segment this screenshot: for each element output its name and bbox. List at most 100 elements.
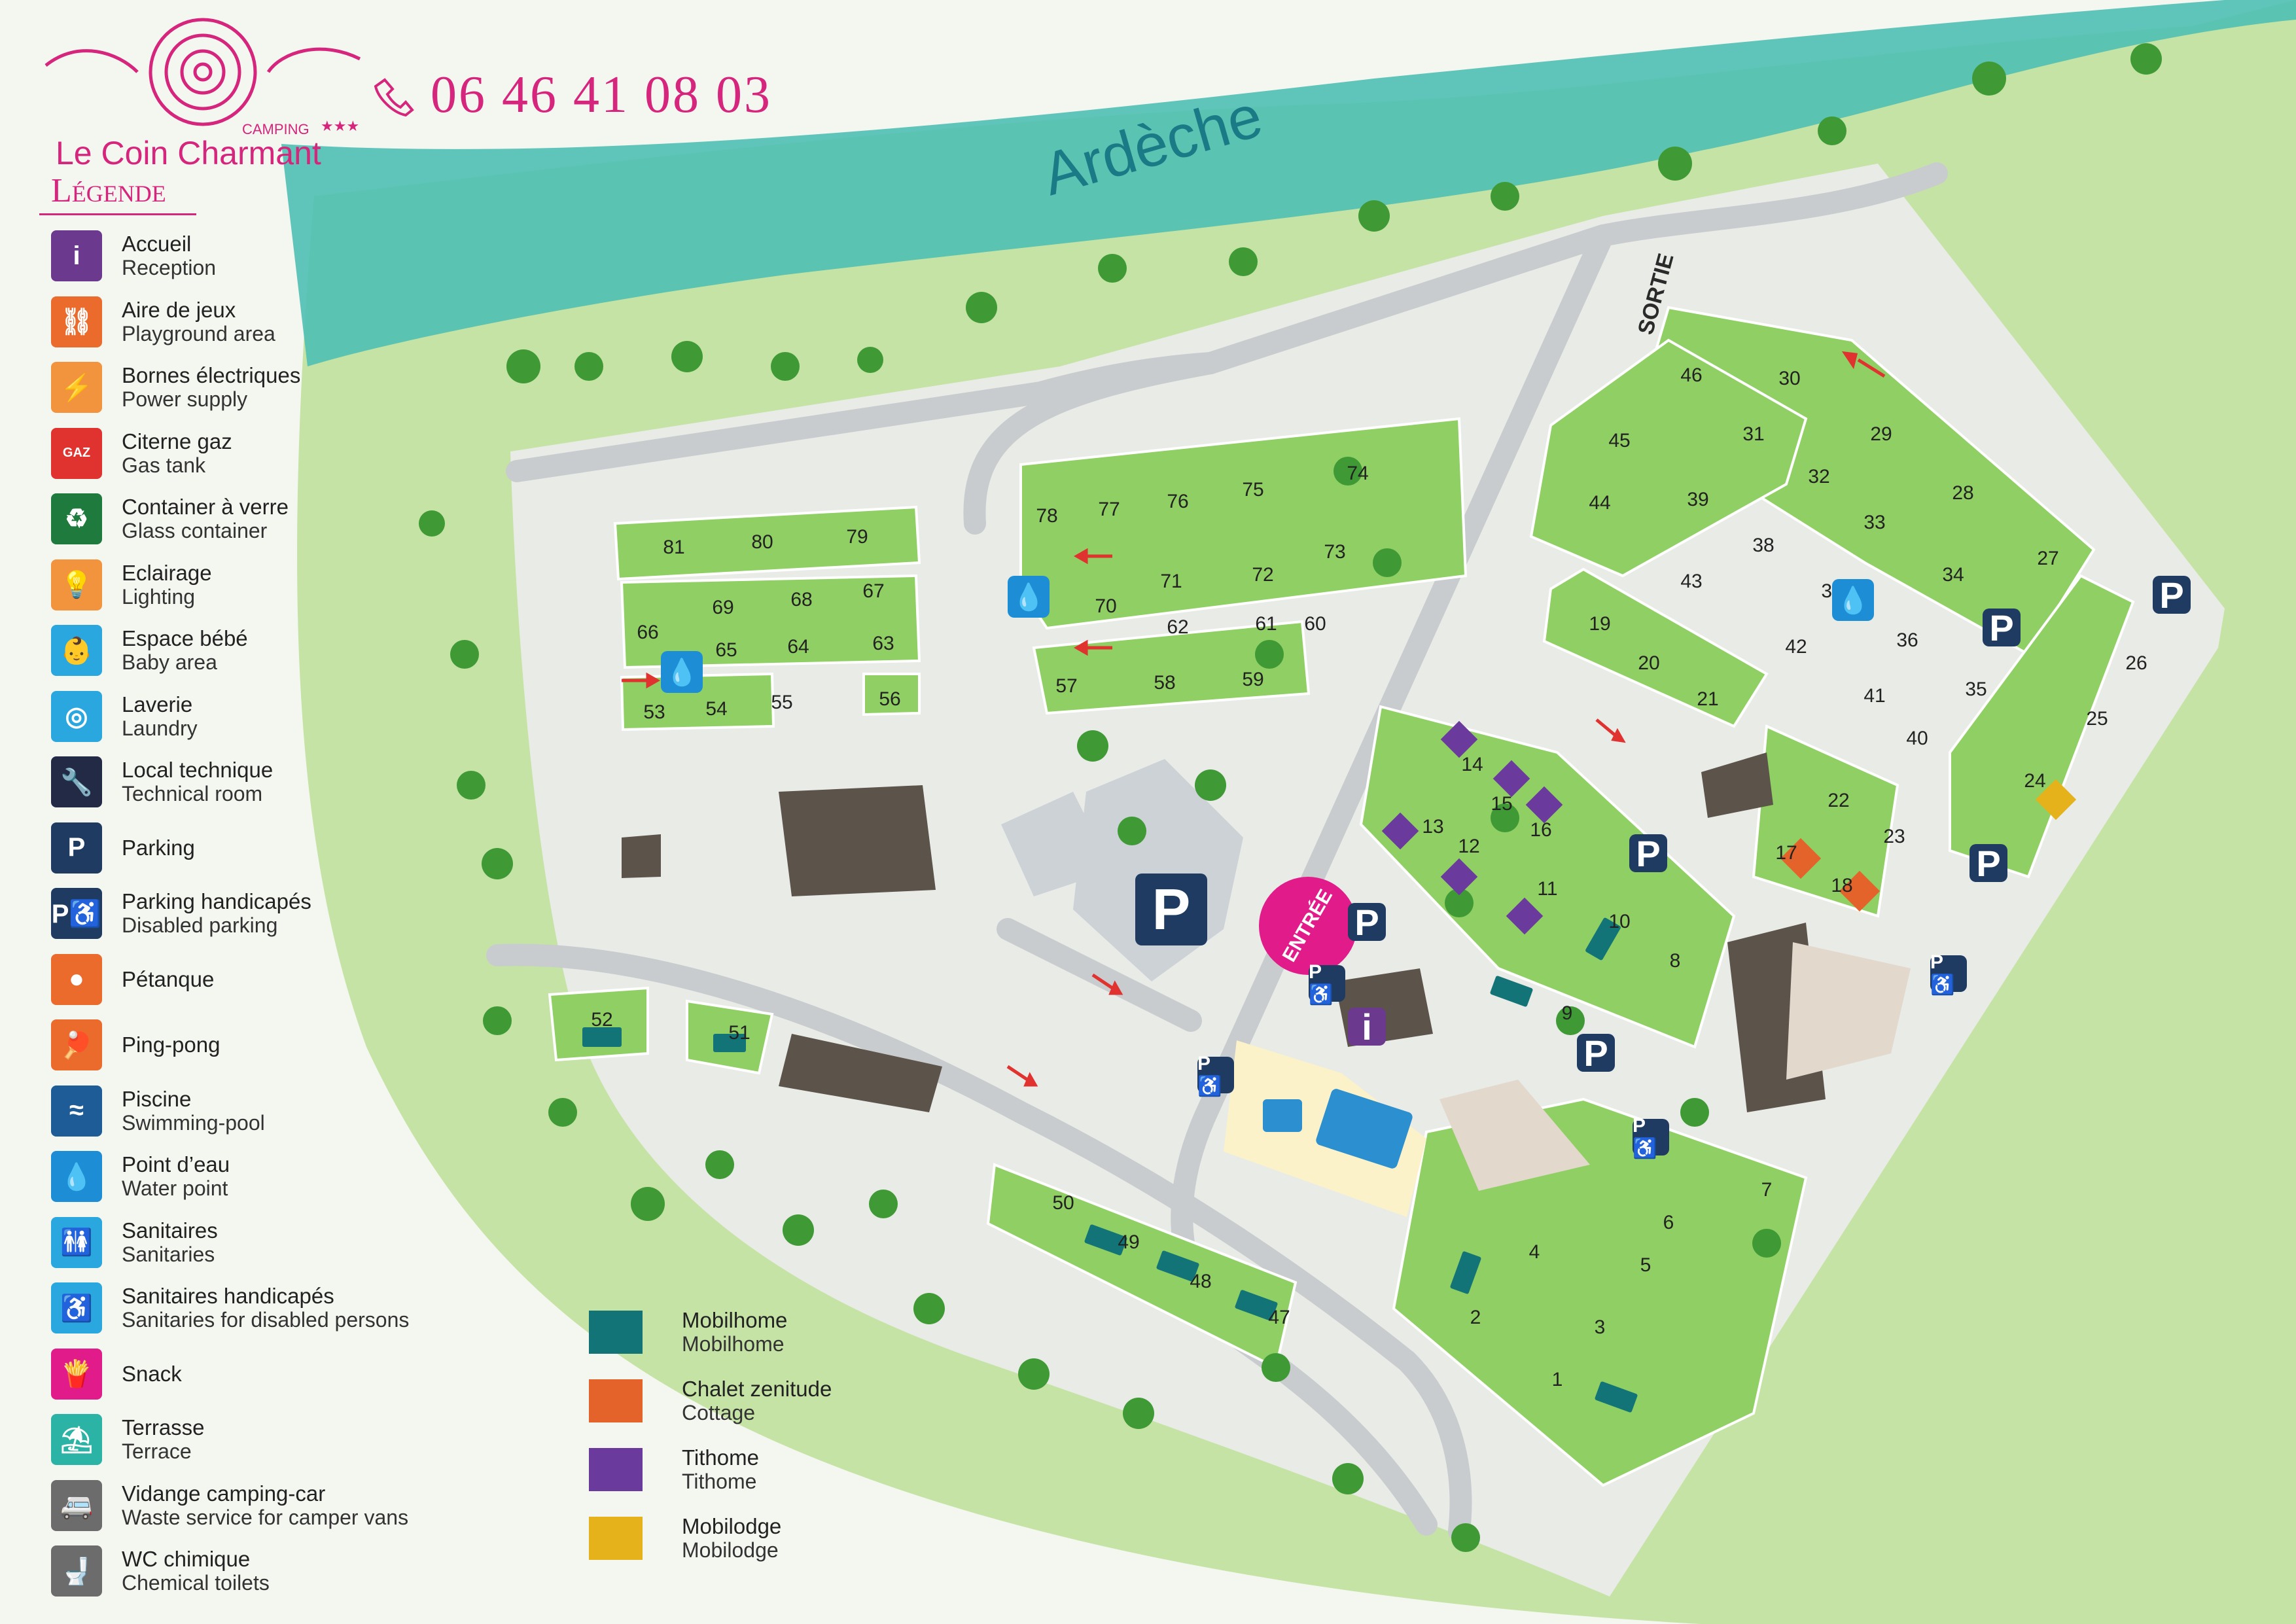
pitch-number: 61 xyxy=(1255,613,1277,635)
legend-label-en: Playground area xyxy=(122,321,275,345)
pitch-number: 71 xyxy=(1160,571,1182,592)
info-icon: i xyxy=(51,230,102,281)
pitch-number: 34 xyxy=(1942,564,1964,586)
recycle-icon: ♻ xyxy=(51,493,102,544)
lightbulb-icon: 💡 xyxy=(51,559,102,610)
pitch-number: 31 xyxy=(1742,423,1765,445)
petanque-icon: ● xyxy=(51,953,102,1005)
brand-tag: CAMPING xyxy=(242,121,309,137)
accommodation-label-en: Mobilodge xyxy=(682,1538,779,1562)
legend-label-fr: Aire de jeux xyxy=(122,297,236,322)
legend-label-en: Sanitaries xyxy=(122,1242,215,1266)
pitch-number: 77 xyxy=(1098,499,1120,520)
pitch-number: 51 xyxy=(728,1022,751,1044)
brand-name: Le Coin Charmant xyxy=(56,135,321,171)
legend-label-fr: Parking handicapés xyxy=(122,889,311,913)
pitch-number: 35 xyxy=(1965,679,1987,700)
tithome-icon xyxy=(589,1448,643,1491)
pitch-number: 7 xyxy=(1761,1179,1773,1201)
pitch-number: 12 xyxy=(1458,836,1480,857)
pitch-number: 78 xyxy=(1036,505,1058,527)
pitch-number: 56 xyxy=(879,688,901,710)
legend-title: Légende xyxy=(51,172,166,209)
legend-label-en: Terrace xyxy=(122,1439,192,1463)
disabled-parking-icon: P♿ xyxy=(51,888,102,939)
legend-label-fr: Piscine xyxy=(122,1086,192,1111)
pitch-number: 8 xyxy=(1669,950,1681,972)
pitch-number: 15 xyxy=(1491,793,1513,815)
disabled-parking-icon: P♿ xyxy=(1197,1053,1234,1097)
pitch-number: 53 xyxy=(643,701,665,723)
legend-label-fr: Snack xyxy=(122,1361,182,1386)
parking-lot-a xyxy=(1001,792,1112,896)
legend-item-label: Parking xyxy=(122,836,195,860)
legend-label-en: Laundry xyxy=(122,716,198,740)
brand-stars: ★★★ xyxy=(321,118,360,134)
pitch-number: 24 xyxy=(2024,770,2046,792)
pitch-number: 14 xyxy=(1461,754,1483,775)
pitch-number: 62 xyxy=(1167,616,1189,638)
phone-number[interactable]: 06 46 41 08 03 xyxy=(431,66,772,124)
water-drop-icon: 💧 xyxy=(1008,576,1050,618)
pitch-number: 55 xyxy=(771,692,793,713)
accommodation-label-en: Tithome xyxy=(682,1470,757,1493)
pitch-number: 63 xyxy=(872,633,894,654)
legend-label-en: Power supply xyxy=(122,387,248,411)
parking-icon: P xyxy=(1348,902,1386,943)
water-drop-icon: 💧 xyxy=(1832,579,1874,621)
legend-label-fr: Parking xyxy=(122,835,195,860)
pitch-number: 6 xyxy=(1663,1212,1674,1233)
sanitaries-icon: 🚻 xyxy=(51,1216,102,1268)
pitch-number: 33 xyxy=(1863,512,1886,533)
pitch-number: 17 xyxy=(1775,842,1797,864)
accommodation-label-en: Mobilhome xyxy=(682,1332,785,1356)
legend-label-en: Lighting xyxy=(122,584,196,609)
pitch-number: 45 xyxy=(1608,430,1631,451)
pitch-number: 10 xyxy=(1608,911,1631,932)
entrance-badge: ENTRÉE xyxy=(1259,877,1357,975)
pitch-number: 44 xyxy=(1589,492,1611,514)
phone-contact[interactable]: 06 46 41 08 03 xyxy=(373,65,772,125)
legend-label-en: Water point xyxy=(122,1176,228,1200)
wrench-icon: 🔧 xyxy=(51,756,102,807)
terrace-icon: ⛱ xyxy=(51,1414,102,1465)
pitch-number: 3 xyxy=(1594,1316,1606,1338)
chalet-icon xyxy=(589,1379,643,1422)
legend-label-fr: Espace bébé xyxy=(122,626,248,650)
pitch-number: 76 xyxy=(1167,491,1189,512)
disabled-sanitaries-icon: ♿ xyxy=(51,1282,102,1333)
legend-item-label: Ping-pong xyxy=(122,1033,220,1057)
pitch-number: 49 xyxy=(1118,1231,1140,1253)
pitch-number: 58 xyxy=(1154,672,1176,694)
tithome-units xyxy=(1381,720,1563,935)
legend-label-fr: WC chimique xyxy=(122,1547,251,1571)
pitch-number: 5 xyxy=(1640,1254,1651,1276)
legend-label-en: Reception xyxy=(122,256,217,279)
disabled-parking-icon: P♿ xyxy=(1309,961,1345,1006)
ping-pong-icon: 🏓 xyxy=(51,1019,102,1070)
pitch-number: 32 xyxy=(1808,466,1830,487)
legend-item: 🍟Snack xyxy=(51,1347,182,1401)
swimming-pool xyxy=(1316,1089,1413,1169)
pitch-number: 42 xyxy=(1785,636,1807,658)
pitch-number: 40 xyxy=(1906,728,1928,749)
